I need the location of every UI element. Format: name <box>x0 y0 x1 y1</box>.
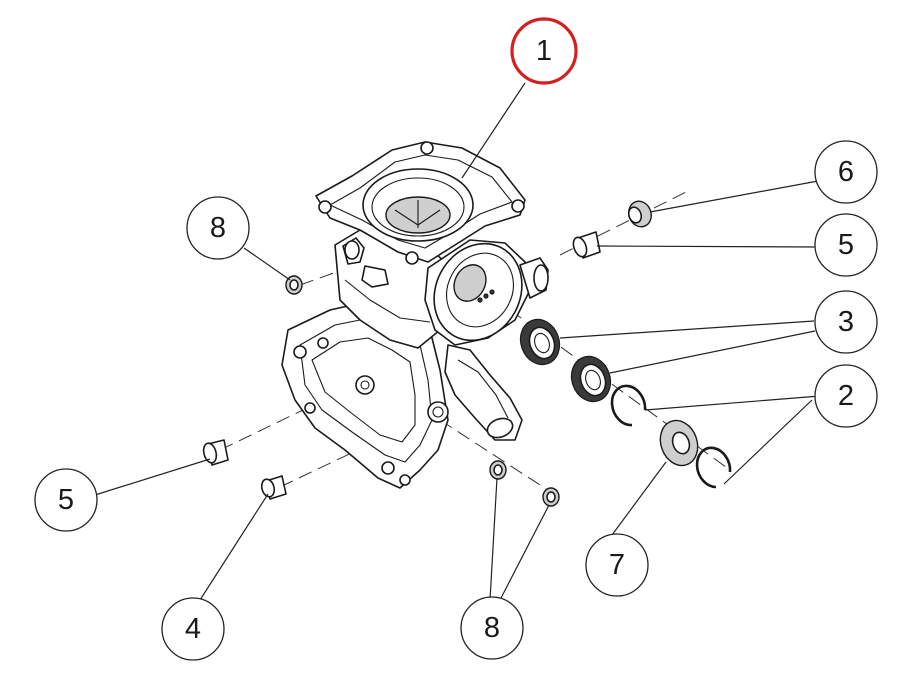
callout-7: 7 <box>585 533 649 597</box>
part-3-bearings <box>519 318 612 403</box>
callout-5-right: 5 <box>814 213 878 277</box>
callout-6-label: 6 <box>838 156 854 188</box>
callout-2-label: 2 <box>838 380 854 412</box>
callout-8-top-label: 8 <box>210 212 226 244</box>
callout-1-label: 1 <box>536 35 552 67</box>
callout-5-left: 5 <box>34 468 98 532</box>
callout-4: 4 <box>161 597 225 661</box>
part-7-washer <box>659 419 699 467</box>
part-5-sleeve-right <box>572 231 601 259</box>
callout-3: 3 <box>814 290 878 354</box>
callout-7-label: 7 <box>609 549 625 581</box>
part-4-sleeve <box>260 475 287 500</box>
callout-6: 6 <box>814 140 878 204</box>
callout-4-label: 4 <box>185 613 201 645</box>
part-8-nuts <box>285 275 560 507</box>
part-2-circlips <box>610 384 732 489</box>
callout-8-bottom-label: 8 <box>484 612 500 644</box>
callout-8-top: 8 <box>186 196 250 260</box>
leader-lines <box>94 82 821 601</box>
part-6-bushing <box>627 200 652 228</box>
callout-1: 1 <box>510 17 578 85</box>
callout-3-label: 3 <box>838 306 854 338</box>
callout-8-bottom: 8 <box>460 596 524 660</box>
crankcase-housing <box>281 141 549 489</box>
part-5-sleeve-left <box>202 439 229 466</box>
callout-5-left-label: 5 <box>58 484 74 516</box>
callout-5-right-label: 5 <box>838 229 854 261</box>
callout-2: 2 <box>814 364 878 428</box>
